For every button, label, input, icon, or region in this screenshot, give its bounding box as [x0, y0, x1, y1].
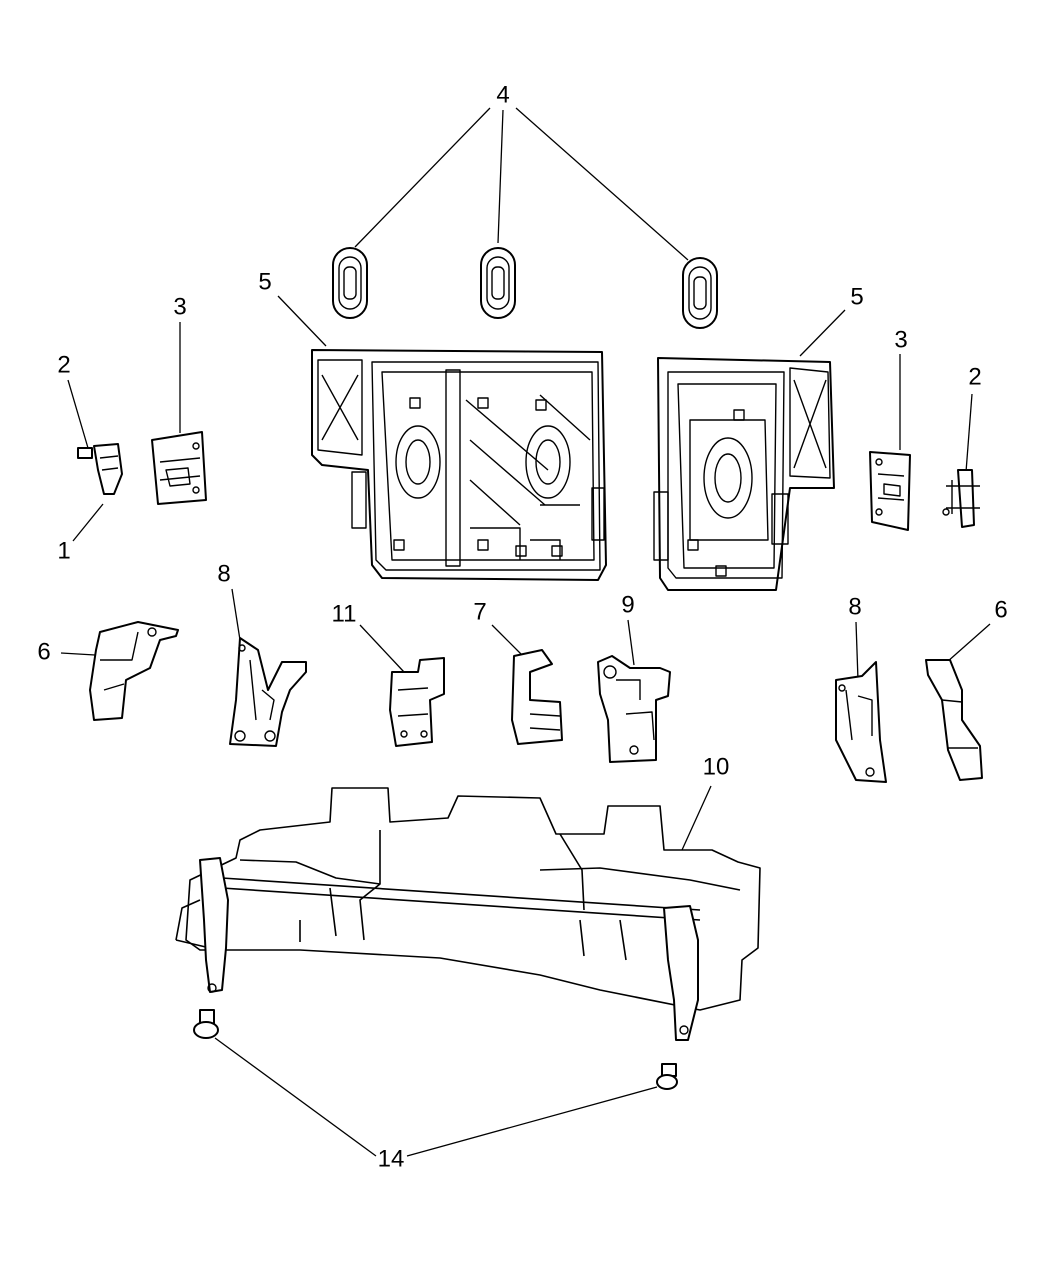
callout-6-left: 6	[37, 638, 50, 665]
callout-2-right: 2	[968, 363, 981, 390]
callout-7: 7	[473, 598, 486, 625]
callout-2-left: 2	[57, 351, 70, 378]
part-1-latch-left	[77, 443, 123, 495]
part-14-bolt-left	[193, 1009, 219, 1039]
callout-3-right: 3	[894, 326, 907, 353]
callout-5-left: 5	[258, 268, 271, 295]
part-6-shield-right	[925, 659, 983, 781]
leader-lines	[60, 107, 991, 1157]
callout-11: 11	[332, 600, 357, 627]
callout-4: 4	[496, 81, 509, 108]
part-8-bracket-right	[835, 661, 887, 783]
callout-8-left: 8	[217, 560, 230, 587]
part-3-trim-cover-right	[869, 451, 911, 531]
callout-1: 1	[57, 537, 70, 564]
callout-3-left: 3	[173, 293, 186, 320]
callout-10: 10	[703, 753, 730, 780]
callout-5-right: 5	[850, 283, 863, 310]
callout-9: 9	[621, 591, 634, 618]
part-3-trim-cover-left	[151, 431, 207, 505]
callout-labels: 4 5 5 3 3 2 2 1 6 6 8 8 11 7 9 10 14	[37, 81, 1007, 1172]
part-14-bolt-right	[656, 1063, 678, 1090]
part-5-seat-back-frame-left	[311, 349, 607, 581]
part-10-cushion-frame	[175, 787, 761, 1041]
callout-8-right: 8	[848, 593, 861, 620]
part-2-latch-right	[942, 469, 980, 528]
callout-6-right: 6	[994, 596, 1007, 623]
callout-14: 14	[378, 1145, 405, 1172]
part-4-escutcheon	[332, 247, 718, 329]
part-7-bracket	[511, 649, 563, 745]
part-6-shield-left	[89, 621, 179, 721]
part-5-seat-back-frame-right	[653, 357, 835, 591]
part-8-bracket-left	[229, 637, 307, 747]
part-9-recliner	[597, 655, 671, 763]
part-11-hinge	[389, 657, 445, 747]
